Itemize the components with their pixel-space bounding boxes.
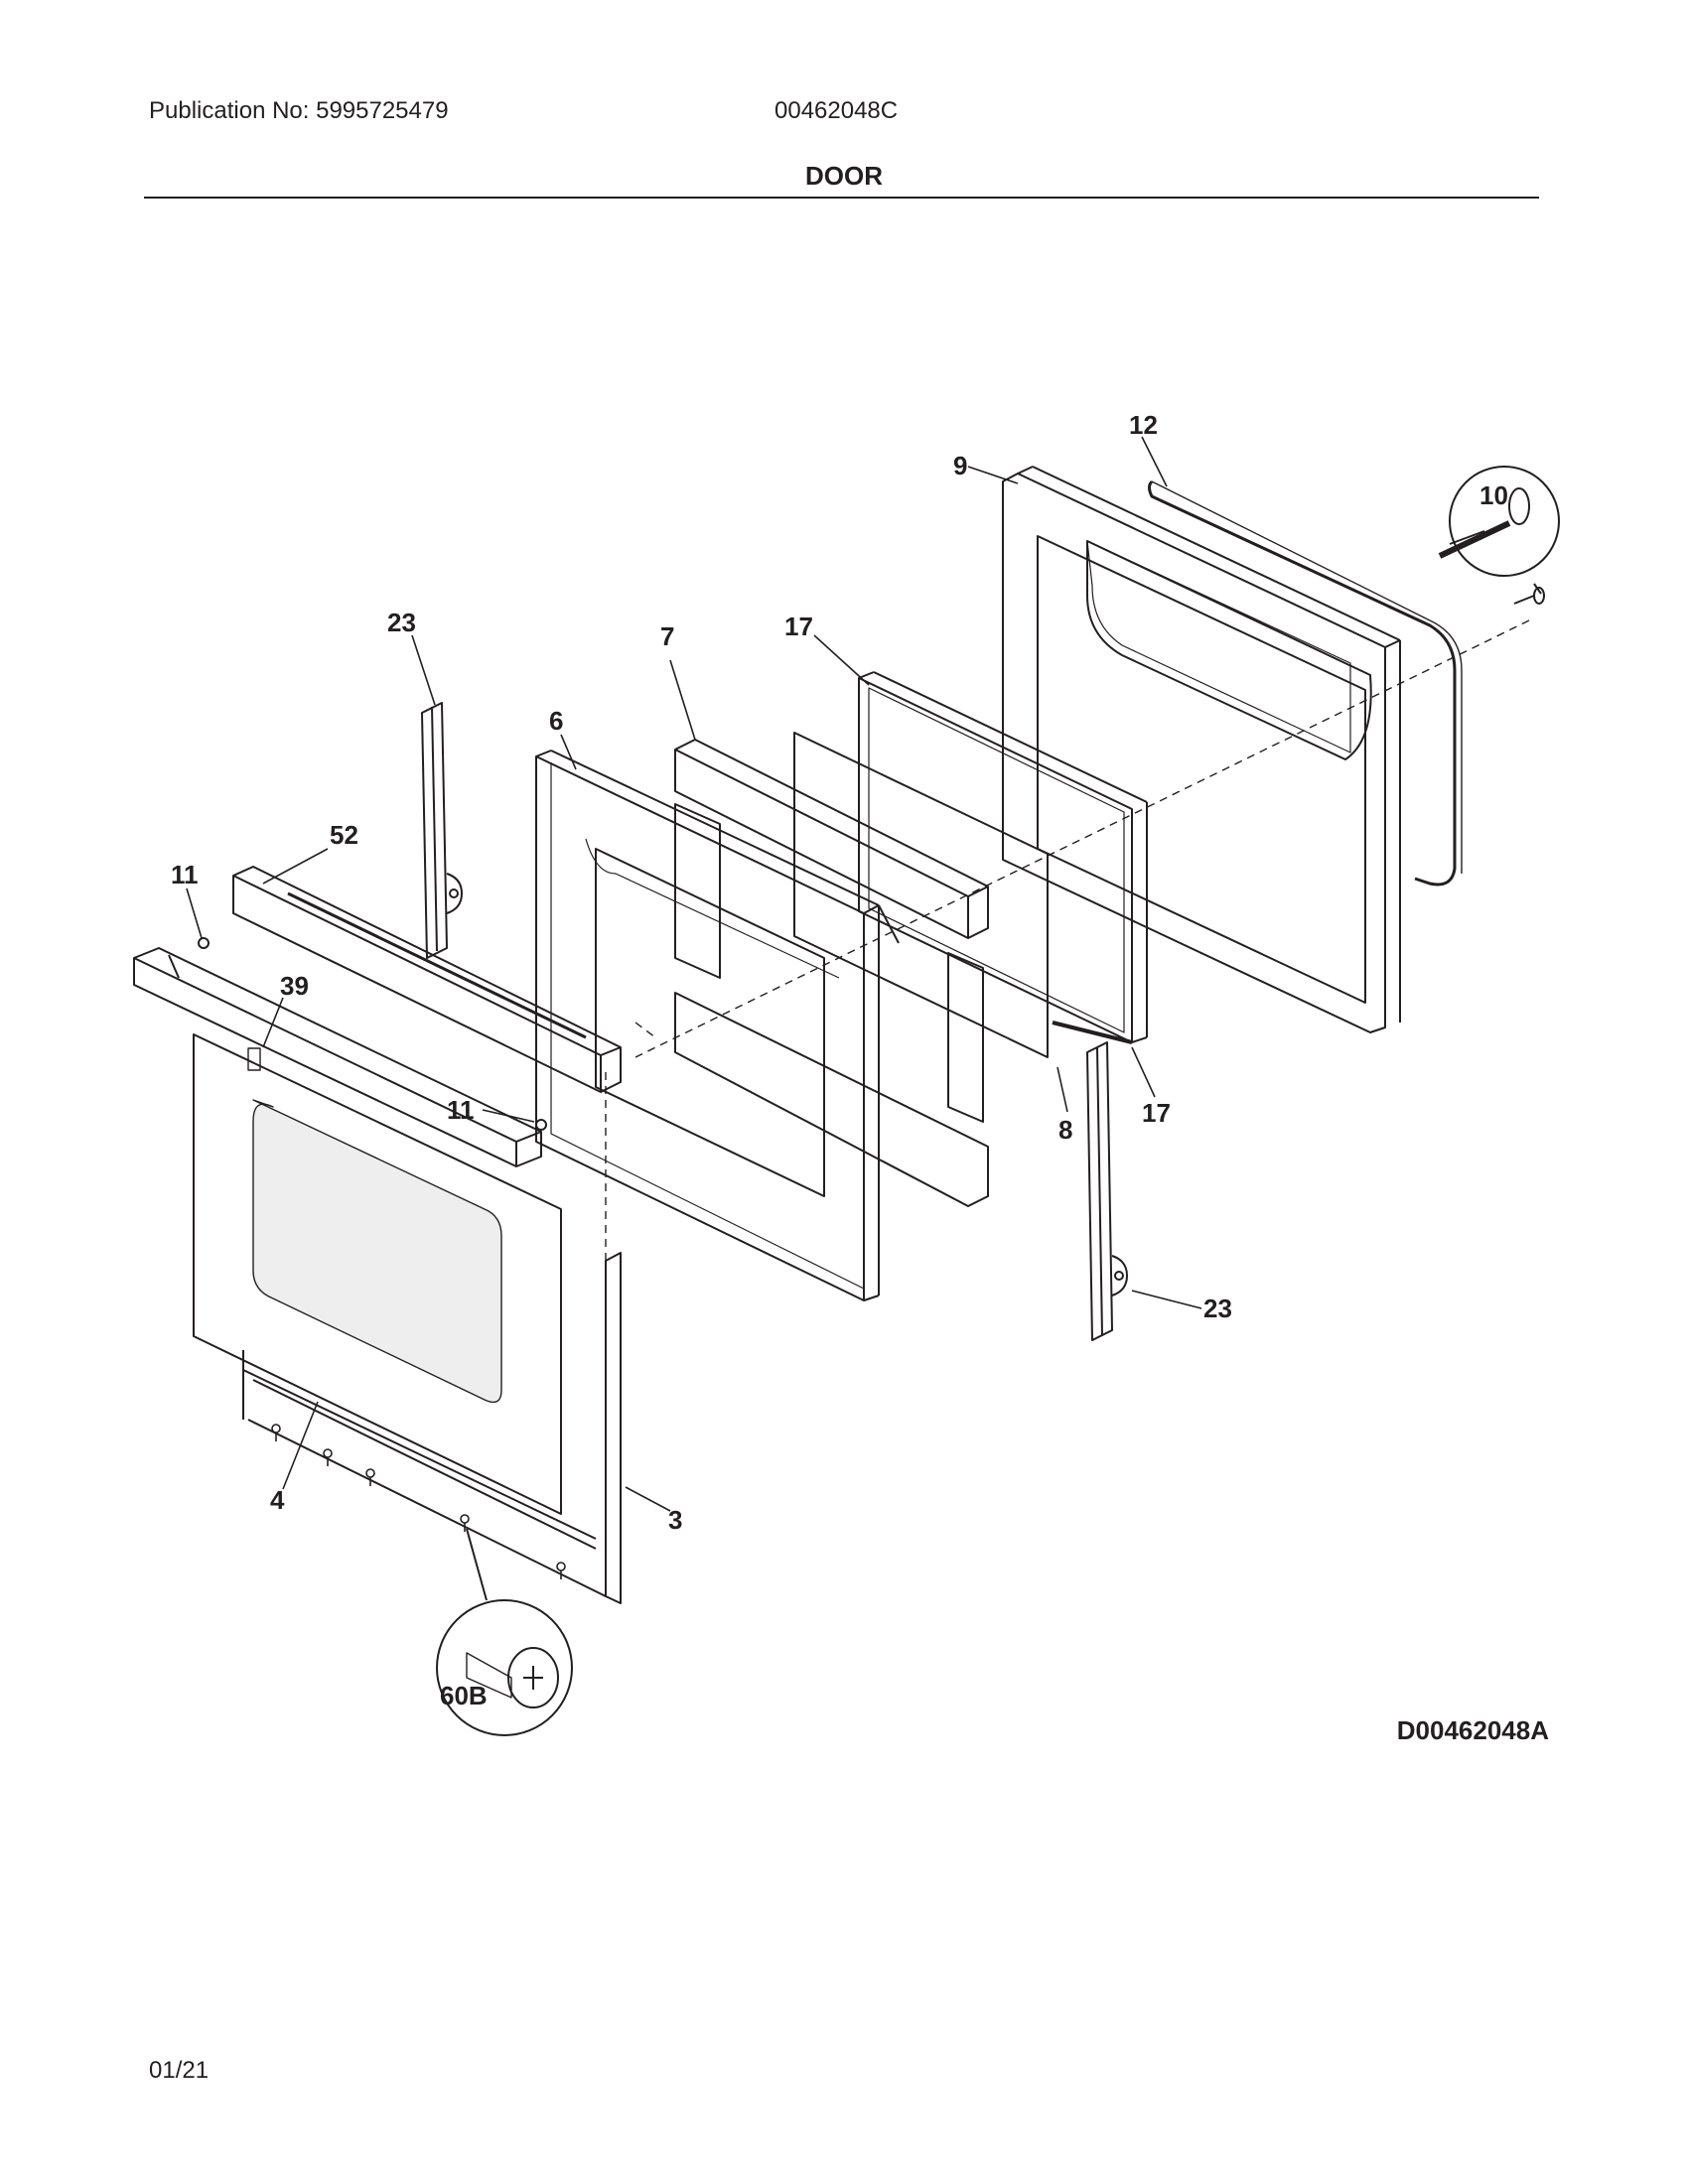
handle-clips bbox=[198, 937, 547, 1131]
window-pack bbox=[858, 671, 1148, 1044]
door-liner bbox=[1002, 466, 1401, 1033]
insulation-blocks bbox=[674, 739, 989, 1207]
callout-60b: 60B bbox=[440, 1681, 488, 1710]
callout-3: 3 bbox=[668, 1505, 682, 1535]
header-rule bbox=[144, 197, 1539, 199]
page-number: 01/21 bbox=[149, 2057, 210, 2084]
alignment-lines bbox=[605, 619, 1530, 1261]
hinge-upper bbox=[421, 702, 463, 959]
bottom-trim bbox=[242, 1369, 597, 1550]
callout-52: 52 bbox=[330, 820, 358, 850]
callout-9: 9 bbox=[953, 451, 967, 480]
top-trim bbox=[232, 866, 622, 1093]
leader-lines bbox=[186, 436, 1202, 1512]
callout-11-left: 11 bbox=[171, 860, 199, 889]
drawing-id: D00462048A bbox=[1396, 1715, 1549, 1745]
door-gasket bbox=[1148, 479, 1463, 887]
callout-39: 39 bbox=[280, 971, 309, 1001]
callout-17-lower: 17 bbox=[1142, 1098, 1171, 1128]
glass-panel bbox=[793, 732, 1049, 1058]
callout-12: 12 bbox=[1129, 410, 1158, 440]
model-number: 00462048C bbox=[774, 97, 899, 124]
callout-8: 8 bbox=[1058, 1115, 1072, 1145]
hinge-lower bbox=[1086, 1041, 1128, 1341]
outer-door-glass bbox=[193, 1033, 562, 1515]
bottom-screws bbox=[271, 1424, 566, 1579]
door-handle bbox=[133, 947, 542, 1167]
callout-labels: 12 9 10 23 7 17 6 52 11 39 11 8 17 23 4 … bbox=[171, 410, 1508, 1710]
callout-23-upper: 23 bbox=[387, 608, 416, 637]
detail-circle-screw bbox=[1438, 466, 1560, 605]
callout-7: 7 bbox=[660, 621, 674, 651]
callout-17-upper: 17 bbox=[784, 612, 813, 641]
callout-4: 4 bbox=[270, 1485, 285, 1515]
detail-circle-60b bbox=[436, 1528, 573, 1736]
side-trim bbox=[242, 1252, 622, 1604]
callout-6: 6 bbox=[549, 706, 563, 736]
publication-number: Publication No: 5995725479 bbox=[149, 97, 449, 124]
door-frame bbox=[535, 750, 900, 1301]
callout-10: 10 bbox=[1479, 480, 1508, 510]
callout-11-right: 11 bbox=[447, 1095, 475, 1125]
callout-23-lower: 23 bbox=[1203, 1294, 1232, 1323]
page-title: DOOR bbox=[805, 161, 883, 191]
